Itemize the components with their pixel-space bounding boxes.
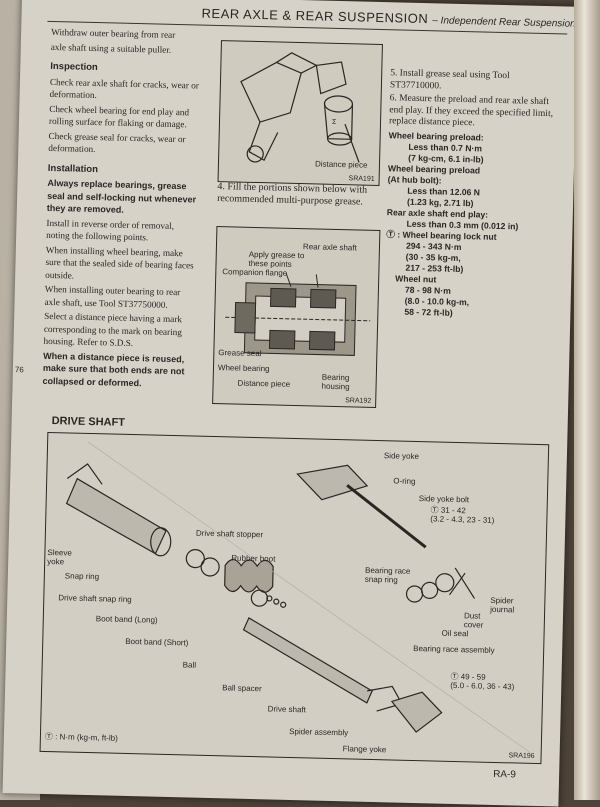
label-ball-spacer: Ball spacer — [222, 683, 262, 694]
drive-shaft-heading: DRIVE SHAFT — [51, 415, 126, 429]
label-side-yoke: Side yoke — [383, 451, 420, 462]
label-flange-torque-values: (5.0 - 6.0, 36 - 43) — [450, 680, 515, 692]
label-rear-axle-shaft: Rear axle shaft — [302, 242, 357, 253]
label-apply-grease: Apply grease to these points — [248, 249, 305, 269]
label-companion-flange: Companion flange — [222, 267, 288, 278]
installation-warning: Always replace bearings, grease seal and… — [46, 177, 197, 215]
right-column: 5. Install grease seal using Tool ST3771… — [384, 68, 560, 321]
figure-sra196: Side yoke O-ring Side yoke bolt Ⓣ 31 - 4… — [39, 431, 550, 765]
label-side-yoke-bolt: Side yoke bolt — [418, 494, 470, 505]
inspection-item: Check wheel bearing for end play and rol… — [48, 103, 190, 130]
figure-sra191: Σ Distance piece SRA191 — [217, 40, 383, 186]
installation-item: Install in reverse order of removal, not… — [46, 217, 175, 243]
label-boot-band-long: Boot band (Long) — [95, 614, 158, 625]
step6-text: 6. Measure the preload and rear axle sha… — [388, 93, 554, 129]
installation-heading: Installation — [47, 162, 99, 175]
label-sleeve-yoke: Sleeve yoke — [47, 547, 72, 567]
intro-line-2: axle shaft using a suitable puller. — [50, 41, 172, 55]
label-spider-assembly: Spider assembly — [289, 726, 349, 738]
margin-number: 76 — [14, 365, 24, 375]
distance-piece-label: Distance piece — [314, 159, 368, 170]
installation-item: Select a distance piece having a mark co… — [43, 310, 183, 349]
figure-sra192: Rear axle shaft Apply grease to these po… — [212, 226, 381, 408]
header-subtitle: – Independent Rear Suspension — [432, 15, 576, 30]
page-number: RA-9 — [493, 768, 517, 781]
drive-shaft-exploded-drawing — [65, 441, 531, 754]
label-bearing-housing: Bearing housing — [321, 372, 350, 392]
figure-code: SRA192 — [345, 397, 372, 405]
installation-item: When installing outer bearing to rear ax… — [44, 283, 181, 310]
installation-item: When installing wheel bearing, make sure… — [45, 244, 194, 281]
label-spider-journal: Spider journal — [490, 595, 515, 615]
label-wheel-bearing: Wheel bearing — [217, 363, 270, 374]
label-boot-band-short: Boot band (Short) — [125, 636, 189, 648]
step5-text: 5. Install grease seal using Tool ST3771… — [389, 68, 510, 91]
manual-page: REAR AXLE & REAR SUSPENSION – Independen… — [2, 0, 578, 807]
label-snap-ring: Snap ring — [64, 571, 100, 582]
distance-piece-warning: When a distance piece is reused, make su… — [42, 350, 185, 388]
label-rubber-boot: Rubber boot — [231, 553, 276, 564]
inspection-item: Check rear axle shaft for cracks, wear o… — [49, 76, 199, 101]
label-o-ring: O-ring — [393, 476, 416, 486]
label-dust-cover: Dust cover — [463, 611, 484, 630]
spec-block: Wheel bearing preload: Less than 0.7 N·m… — [384, 130, 559, 321]
label-bolt-torque-values: (3.2 - 4.3, 23 - 31) — [430, 514, 495, 525]
label-torque-unit: Ⓣ : N·m (kg-m, ft-lb) — [44, 731, 118, 743]
label-flange-yoke: Flange yoke — [342, 744, 387, 755]
left-column: Withdraw outer bearing from rear axle sh… — [42, 26, 203, 393]
step4-text: 4. Fill the portions shown below with re… — [216, 181, 368, 208]
figure-code: SRA191 — [348, 175, 375, 183]
intro-line-1: Withdraw outer bearing from rear — [51, 26, 176, 40]
book-page-stack-edge — [574, 0, 600, 800]
label-drive-shaft-snap-ring: Drive shaft snap ring — [58, 593, 132, 605]
label-oil-seal: Oil seal — [441, 628, 469, 639]
label-drive-shaft-stopper: Drive shaft stopper — [195, 528, 264, 540]
label-drive-shaft: Drive shaft — [267, 704, 307, 715]
hub-cross-section-drawing — [225, 273, 371, 356]
svg-text:Σ: Σ — [332, 119, 337, 126]
label-bearing-race-snap-ring: Bearing race snap ring — [364, 565, 411, 585]
axle-distance-piece-drawing: Σ — [240, 52, 360, 163]
inspection-item: Check grease seal for cracks, wear or de… — [48, 130, 186, 155]
inspection-heading: Inspection — [50, 60, 98, 74]
label-grease-seal: Grease seal — [218, 348, 262, 359]
figure-code: SRA196 — [508, 752, 535, 760]
header-title: REAR AXLE & REAR SUSPENSION — [201, 5, 429, 27]
label-ball: Ball — [182, 660, 197, 670]
label-distance-piece: Distance piece — [237, 378, 291, 389]
